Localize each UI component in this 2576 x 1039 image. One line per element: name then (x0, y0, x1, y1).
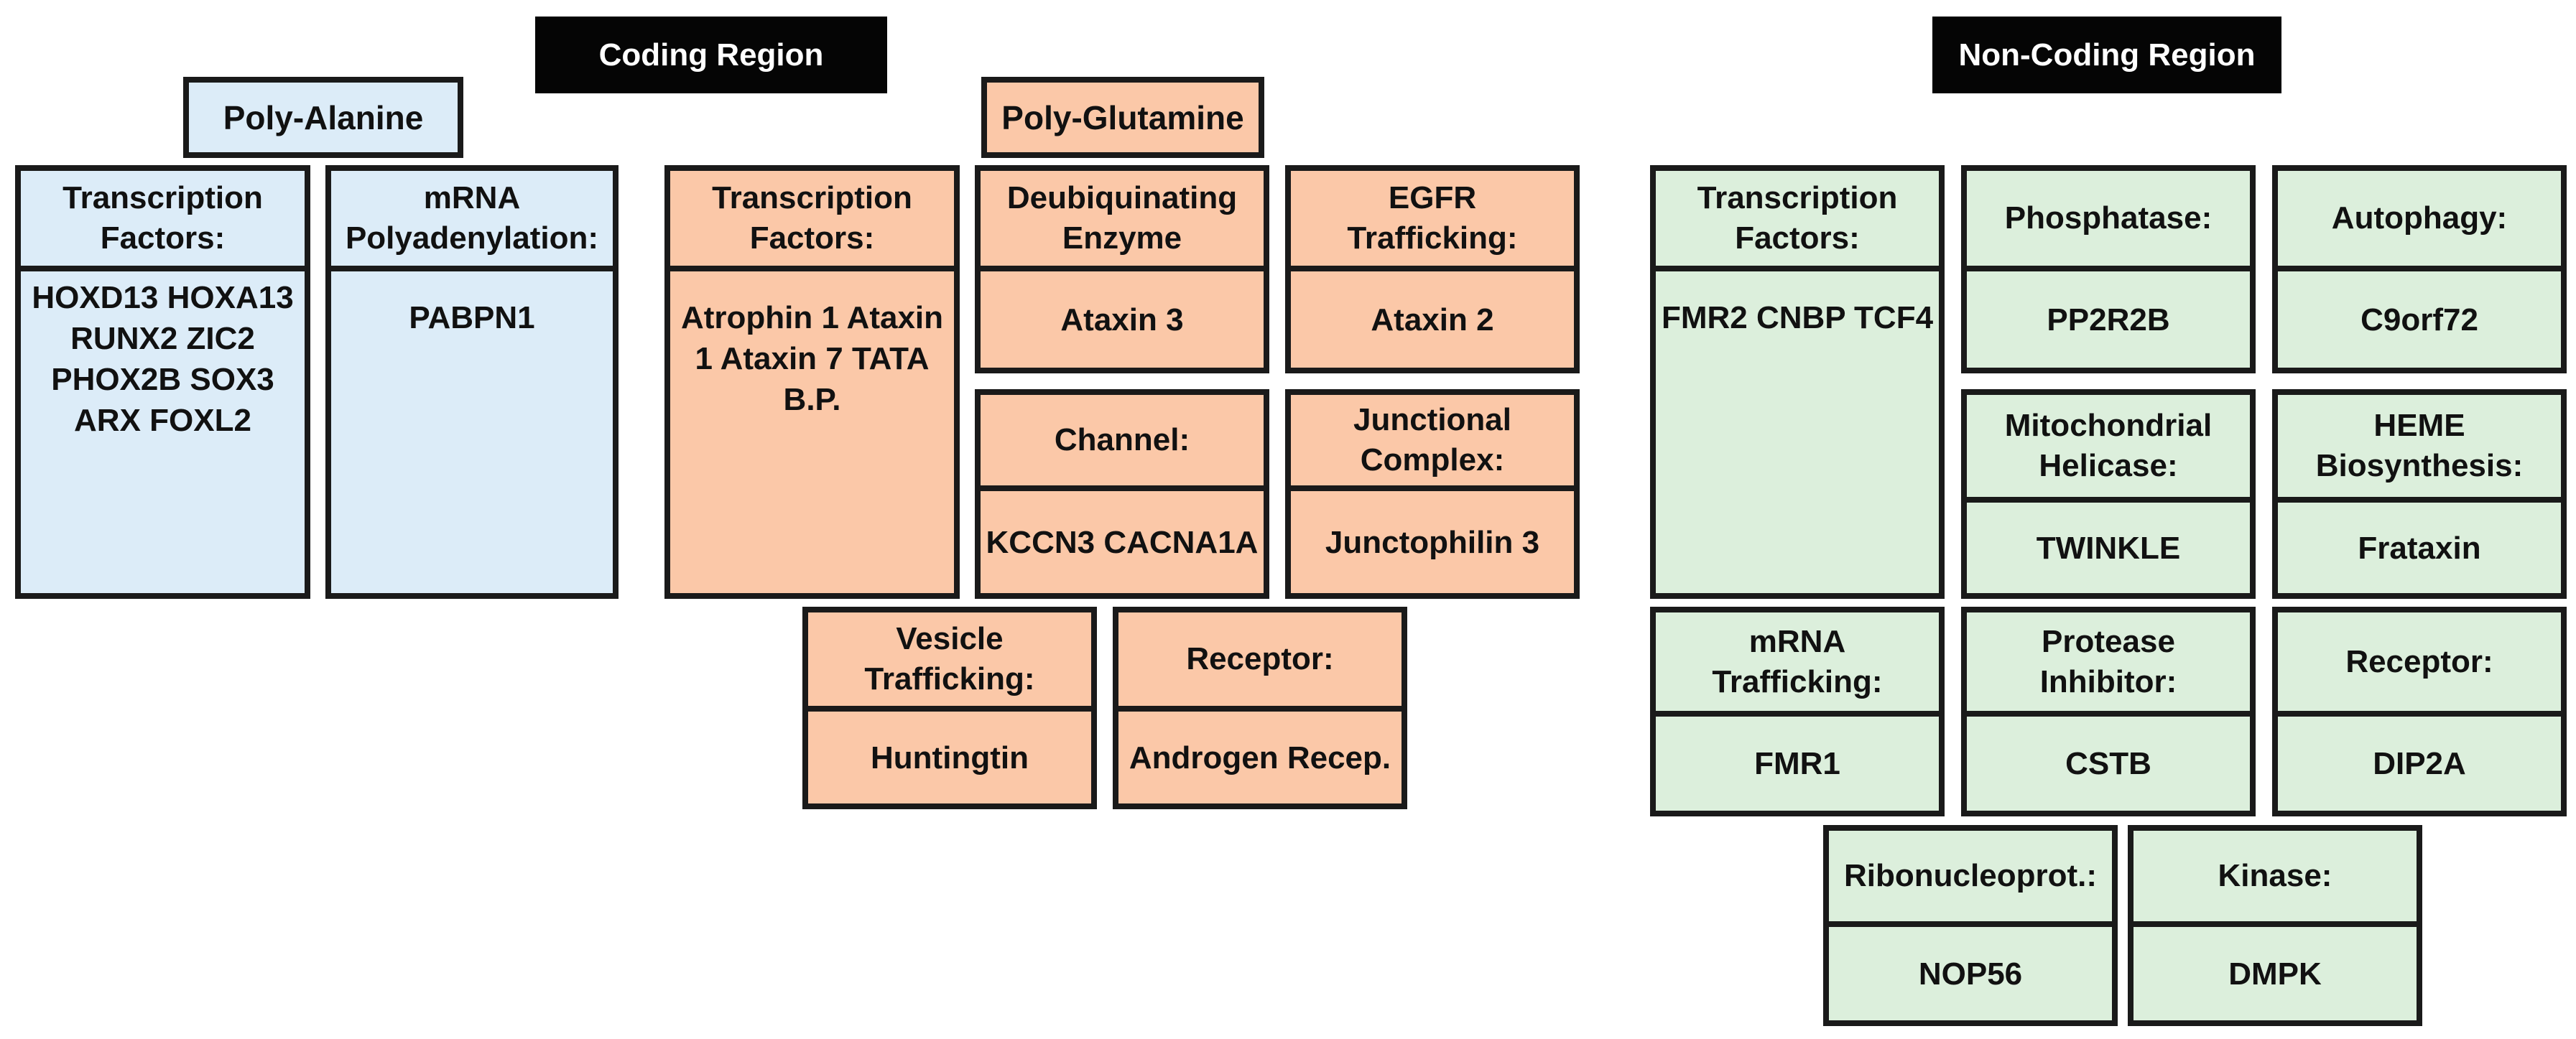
gene-list: FMR2 CNBP TCF4 (1661, 300, 1934, 335)
box-nc-transcription-factors: Transcription Factors: FMR2 CNBP TCF4 (1650, 165, 1945, 599)
box-pq-vesicle-trafficking: Vesicle Trafficking: Huntingtin (802, 607, 1097, 809)
category-label: Protease Inhibitor: (1967, 612, 2250, 717)
category-label: Autophagy: (2278, 171, 2561, 271)
poly-alanine-label: Poly-Alanine (183, 77, 463, 158)
gene-list: TWINKLE (2036, 530, 2181, 566)
gene-list: Ataxin 2 (1371, 302, 1494, 337)
category-label: HEME Biosynthesis: (2278, 395, 2561, 503)
gene-list: Junctophilin 3 (1325, 524, 1540, 560)
box-pa-transcription-factors: Transcription Factors: HOXD13 HOXA13 RUN… (15, 165, 310, 599)
box-pq-receptor: Receptor: Androgen Recep. (1113, 607, 1407, 809)
box-nc-phosphatase: Phosphatase: PP2R2B (1961, 165, 2256, 373)
gene-list: KCCN3 CACNA1A (986, 524, 1259, 560)
box-nc-kinase: Kinase: DMPK (2128, 825, 2422, 1026)
category-label: Transcription Factors: (1656, 171, 1939, 271)
category-label: mRNA Polyadenylation: (331, 171, 613, 271)
box-pa-mrna-polyadenylation: mRNA Polyadenylation: PABPN1 (325, 165, 618, 599)
gene-list: HOXD13 HOXA13 RUNX2 ZIC2 PHOX2B SOX3 ARX… (32, 280, 294, 438)
category-label: Receptor: (2278, 612, 2561, 717)
category-label: Transcription Factors: (21, 171, 305, 271)
category-label: Junctional Complex: (1291, 395, 1574, 491)
box-pq-transcription-factors: Transcription Factors: Atrophin 1 Ataxin… (664, 165, 960, 599)
category-label: Mitochondrial Helicase: (1967, 395, 2250, 503)
category-label: Kinase: (2133, 831, 2417, 927)
gene-list: PP2R2B (2047, 302, 2170, 337)
box-pq-channel: Channel: KCCN3 CACNA1A (975, 389, 1269, 599)
box-nc-receptor: Receptor: DIP2A (2272, 607, 2567, 816)
category-label: EGFR Trafficking: (1291, 171, 1574, 271)
box-nc-protease-inhibitor: Protease Inhibitor: CSTB (1961, 607, 2256, 816)
gene-list: Huntingtin (871, 740, 1029, 775)
category-label: Ribonucleoprot.: (1829, 831, 2112, 927)
gene-list: DIP2A (2373, 746, 2466, 781)
gene-list: CSTB (2065, 746, 2151, 781)
gene-list: PABPN1 (409, 300, 535, 335)
box-nc-mrna-trafficking: mRNA Trafficking: FMR1 (1650, 607, 1945, 816)
category-label: Deubiquinating Enzyme (981, 171, 1264, 271)
box-pq-deubiquinating-enzyme: Deubiquinating Enzyme Ataxin 3 (975, 165, 1269, 373)
category-label: Vesicle Trafficking: (808, 612, 1091, 712)
category-label: Phosphatase: (1967, 171, 2250, 271)
gene-list: NOP56 (1918, 956, 2023, 992)
gene-list: C9orf72 (2360, 302, 2478, 337)
category-label: mRNA Trafficking: (1656, 612, 1939, 717)
gene-list: DMPK (2228, 956, 2322, 992)
box-pq-junctional-complex: Junctional Complex: Junctophilin 3 (1285, 389, 1580, 599)
category-label: Receptor: (1118, 612, 1401, 712)
category-label: Channel: (981, 395, 1264, 491)
box-nc-ribonucleoprotein: Ribonucleoprot.: NOP56 (1823, 825, 2118, 1026)
box-nc-heme-biosynthesis: HEME Biosynthesis: Frataxin (2272, 389, 2567, 599)
noncoding-region-header: Non-Coding Region (1932, 17, 2281, 93)
category-label: Transcription Factors: (670, 171, 954, 271)
gene-list: Atrophin 1 Ataxin 1 Ataxin 7 TATA B.P. (680, 300, 944, 417)
coding-region-header: Coding Region (535, 17, 887, 93)
gene-list: Frataxin (2358, 530, 2481, 566)
poly-glutamine-label: Poly-Glutamine (981, 77, 1264, 158)
gene-list: Ataxin 3 (1060, 302, 1184, 337)
box-nc-mitochondrial-helicase: Mitochondrial Helicase: TWINKLE (1961, 389, 2256, 599)
gene-list: FMR1 (1754, 746, 1840, 781)
box-nc-autophagy: Autophagy: C9orf72 (2272, 165, 2567, 373)
gene-list: Androgen Recep. (1129, 740, 1391, 775)
box-pq-egfr-trafficking: EGFR Trafficking: Ataxin 2 (1285, 165, 1580, 373)
